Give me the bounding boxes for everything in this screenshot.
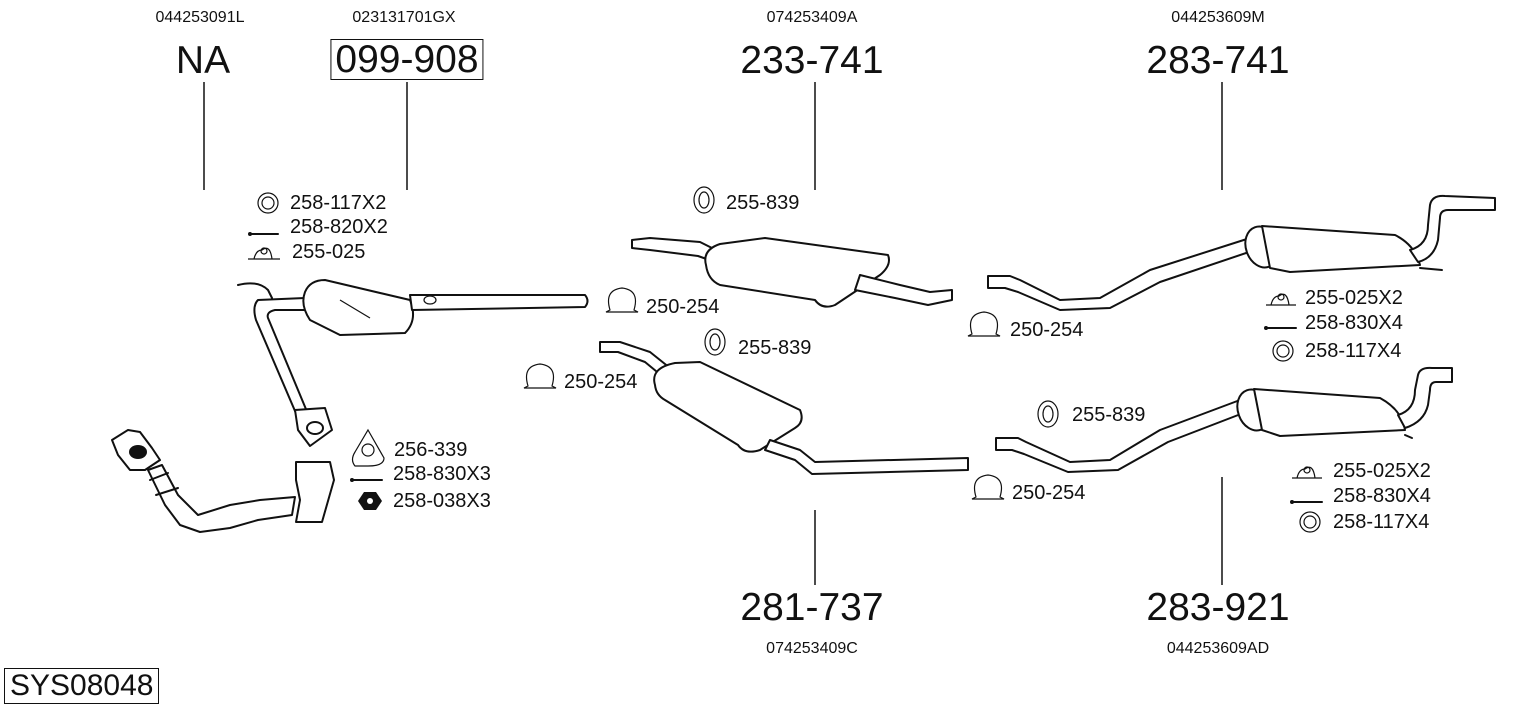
bolt-icon: [248, 232, 279, 236]
catalytic-converter-drawing: [237, 279, 589, 447]
accessory-label[interactable]: 250-254: [646, 296, 720, 318]
part-number[interactable]: 281-737: [740, 586, 884, 629]
accessory-label[interactable]: 255-025: [292, 241, 366, 263]
nut-icon: [358, 492, 382, 510]
accessory-label[interactable]: 255-839: [1072, 404, 1146, 426]
part-number-highlighted[interactable]: 099-908: [330, 39, 484, 80]
accessory-label[interactable]: 250-254: [1010, 319, 1084, 341]
accessory-label[interactable]: 255-839: [726, 192, 800, 214]
oe-number: 044253609AD: [1166, 640, 1270, 657]
ring-gasket-icon: [1299, 511, 1321, 533]
oe-number: 074253409A: [766, 9, 858, 26]
part-number[interactable]: NA: [175, 39, 231, 82]
ring-gasket-icon: [257, 192, 279, 214]
accessory-label[interactable]: 258-117X2: [290, 192, 387, 214]
accessory-label[interactable]: 258-820X2: [290, 216, 388, 238]
accessory-label[interactable]: 255-839: [738, 337, 812, 359]
accessory-label[interactable]: 255-025X2: [1305, 287, 1403, 309]
part-number[interactable]: 283-741: [1146, 39, 1290, 82]
clamp-icon: [605, 287, 639, 313]
accessory-label[interactable]: 258-038X3: [393, 490, 491, 512]
middle-silencer-a-drawing: [631, 237, 953, 308]
accessory-label[interactable]: 258-830X3: [393, 463, 491, 485]
leader-lines: [203, 82, 1223, 585]
oe-number: 023131701GX: [352, 9, 456, 26]
accessory-label[interactable]: 255-025X2: [1333, 460, 1431, 482]
downpipe-drawing: [111, 429, 335, 533]
accessory-label[interactable]: 250-254: [564, 371, 638, 393]
rubber-mount-icon: [1266, 293, 1296, 306]
ring-gasket-icon: [1272, 340, 1294, 362]
oe-number: 074253409C: [766, 640, 858, 657]
bolt-icon: [1264, 326, 1297, 330]
clamp-icon: [523, 363, 557, 389]
accessory-label[interactable]: 258-117X4: [1305, 340, 1402, 362]
accessory-label[interactable]: 256-339: [394, 439, 468, 461]
rubber-mount-icon: [1292, 466, 1322, 479]
hanger-ring-icon: [1037, 400, 1059, 428]
clamp-icon: [971, 474, 1005, 500]
flange-gasket-icon: [351, 428, 385, 467]
bolt-icon: [1290, 500, 1323, 504]
rear-silencer-m-drawing: [987, 194, 1496, 311]
system-id: SYS08048: [4, 668, 160, 704]
accessory-label[interactable]: 258-830X4: [1333, 485, 1431, 507]
oe-number: 044253609M: [1171, 9, 1265, 26]
accessory-label[interactable]: 258-117X4: [1333, 511, 1430, 533]
accessory-icons: [248, 186, 1323, 533]
accessory-label[interactable]: 258-830X4: [1305, 312, 1403, 334]
rear-silencer-ad-drawing: [995, 366, 1453, 473]
rubber-mount-icon: [248, 247, 280, 260]
bolt-icon: [350, 478, 383, 482]
hanger-ring-icon: [693, 186, 715, 214]
hanger-ring-icon: [704, 328, 726, 356]
oe-number: 044253091L: [155, 9, 245, 26]
part-number[interactable]: 283-921: [1146, 586, 1290, 629]
accessory-label[interactable]: 250-254: [1012, 482, 1086, 504]
middle-silencer-c-drawing: [599, 341, 969, 475]
part-number[interactable]: 233-741: [740, 39, 884, 82]
clamp-icon: [967, 311, 1001, 337]
